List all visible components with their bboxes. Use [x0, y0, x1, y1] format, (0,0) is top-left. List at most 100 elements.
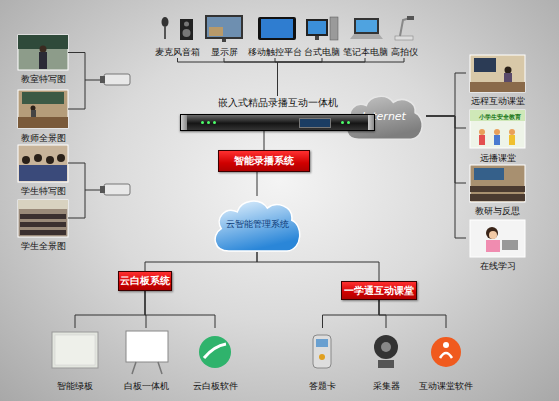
pc-tower [330, 17, 338, 40]
connector-line [426, 116, 466, 183]
connector-line [379, 300, 386, 328]
collector-base [378, 360, 394, 368]
person-face [489, 231, 497, 239]
connector-line [426, 116, 466, 238]
person-head [31, 106, 36, 111]
blackboard [474, 168, 504, 180]
picture-node: 智能绿板 [45, 328, 105, 392]
picture-node: 答题卡 [300, 328, 345, 392]
software-icon [199, 336, 231, 368]
classroom-photo [18, 90, 68, 128]
system-box: 云白板系统 [118, 271, 172, 291]
collector-icon [374, 335, 398, 368]
desktop-icon [306, 17, 338, 40]
document-camera-icon [395, 16, 414, 40]
picture-node: 显示屏 [204, 12, 244, 58]
connector-line [278, 58, 323, 96]
picture-node: 白板一体机 [118, 328, 174, 392]
student-row [470, 194, 525, 201]
person-head [34, 154, 42, 162]
connector-line [278, 58, 366, 96]
screen-frame [205, 15, 243, 39]
screen-image [207, 17, 241, 37]
picture-node: 笔记本电脑 [342, 12, 388, 58]
node-text: 云白板软件 [193, 381, 238, 392]
node-text: 嵌入式精品录播互动一体机 [218, 96, 338, 110]
student-bodies [19, 165, 67, 181]
student-row [20, 230, 66, 235]
camera-body [104, 74, 130, 85]
whiteboard-icon [126, 331, 168, 374]
mic-stick [164, 27, 166, 39]
app-swoosh [204, 344, 226, 358]
monitor [306, 19, 328, 36]
node-text: 云智能管理系统 [226, 218, 289, 231]
classroom-photo [470, 55, 525, 92]
display-icon [205, 15, 243, 42]
laptop-base [350, 34, 383, 39]
classroom-photo [18, 145, 68, 182]
person-head [22, 156, 30, 164]
board [126, 331, 168, 362]
monitor-stand [315, 36, 319, 40]
person-body [31, 110, 36, 118]
recorder-device: 嵌入式精品录播互动一体机 [180, 96, 375, 131]
device-led [201, 121, 204, 124]
node-text: 互动课堂软件 [419, 381, 473, 392]
connector-line [257, 172, 258, 196]
node-text: 智能绿板 [57, 381, 93, 392]
node-text: 远播课堂 [480, 153, 516, 164]
camera-symbol [100, 184, 130, 195]
picture-node: 云白板软件 [190, 328, 240, 392]
board-stand [132, 362, 162, 374]
node-text: 云白板系统 [120, 274, 170, 288]
clicker-body [313, 335, 331, 368]
connector-line [224, 58, 278, 96]
person-head [479, 129, 485, 135]
node-text: 教师全景图 [21, 133, 66, 144]
person-head [57, 154, 65, 162]
camera-head [407, 16, 414, 20]
person-head [40, 46, 47, 53]
speaker-box [180, 19, 193, 40]
picture-node: 麦克风音箱 [155, 12, 200, 58]
camera-arm [400, 18, 410, 36]
person-body [479, 135, 485, 145]
software-icon [431, 337, 461, 367]
node-text: 一学通互动课堂 [344, 284, 414, 298]
node-text: 教室特写图 [21, 74, 66, 85]
person-body [39, 52, 47, 69]
classroom-photo [18, 200, 68, 237]
app-circle [431, 337, 461, 367]
picture-node: 台式电脑 [304, 12, 340, 58]
system-box: 智能录播系统 [218, 150, 310, 172]
node-text: 白板一体机 [124, 381, 169, 392]
node-text: 学生全景图 [21, 241, 66, 252]
management-cloud: 云智能管理系统 [210, 196, 304, 252]
node-text: 学生特写图 [21, 186, 66, 197]
desk-row [18, 117, 68, 128]
node-text: 远程互动课堂 [471, 96, 525, 107]
monitor-screen [308, 21, 326, 34]
node-text: 在线学习 [480, 261, 516, 272]
classroom-photo [470, 165, 525, 202]
connector-line [323, 300, 380, 328]
classroom-photo [18, 35, 68, 70]
app-figure [443, 342, 449, 348]
device-led [207, 121, 210, 124]
photo-frame [470, 220, 525, 257]
laptop-screen-frame [354, 18, 379, 34]
system-box: 一学通互动课堂 [341, 281, 417, 300]
node-text: 显示屏 [211, 47, 238, 58]
collector-head [374, 335, 398, 359]
picture-node: 互动课堂软件 [418, 328, 474, 392]
app-figure [440, 353, 452, 358]
picture-node: 远程互动课堂 [466, 55, 529, 107]
node-text: 高拍仪 [391, 47, 418, 58]
camera-body [104, 184, 130, 195]
camera-base [395, 36, 413, 40]
connector-line [257, 252, 379, 281]
node-text: 智能录播系统 [234, 154, 294, 168]
device-led [347, 121, 350, 124]
